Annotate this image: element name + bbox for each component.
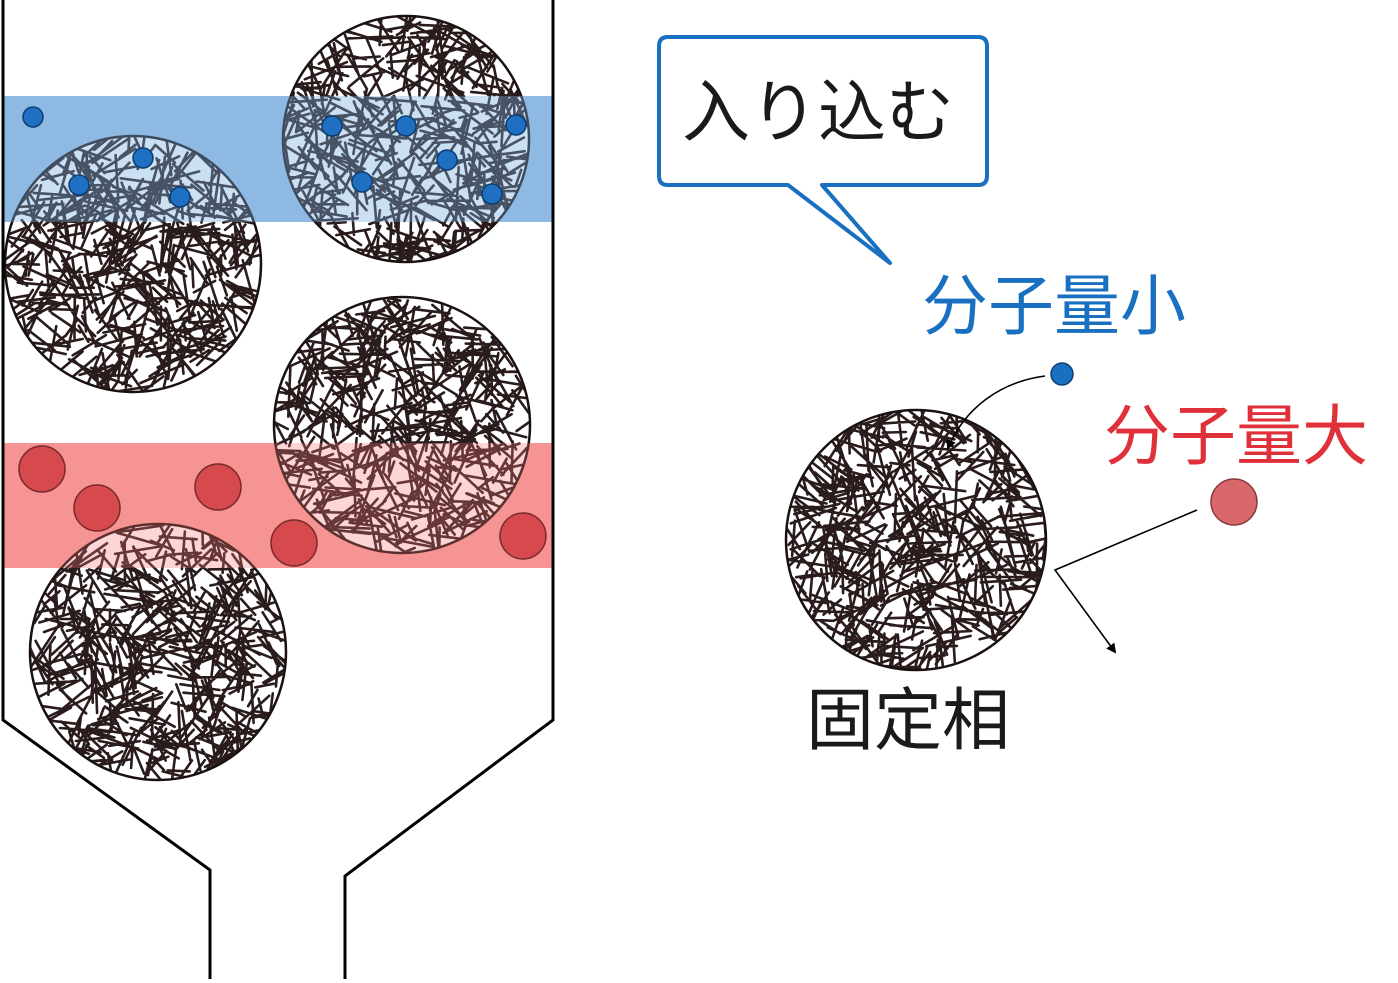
large-molecule-label: 分子量大 <box>1104 398 1368 475</box>
large-molecule-dot <box>18 445 66 493</box>
small-molecule-dot <box>395 115 417 137</box>
small-band-overlay <box>3 96 553 222</box>
gel-bead <box>281 14 531 264</box>
large-molecule-dot <box>270 519 318 567</box>
column-beads <box>3 14 532 782</box>
small-molecule-dot <box>321 115 343 137</box>
small-molecule-dot <box>132 147 154 169</box>
small-molecule-arrow <box>946 375 1046 450</box>
gel-bead <box>272 295 532 555</box>
column-molecules <box>18 106 547 567</box>
gel-bead <box>3 134 263 394</box>
gel-bead <box>784 408 1048 672</box>
callout-text: 入り込む <box>682 74 955 153</box>
small-molecule-dot <box>1050 362 1074 386</box>
small-molecule-dot <box>22 106 44 128</box>
gel-bead <box>28 522 288 782</box>
large-molecule-dot <box>73 484 121 532</box>
stationary-phase-label: 固定相 <box>806 682 1011 761</box>
small-molecule-label: 分子量小 <box>922 268 1186 345</box>
large-molecule-dot <box>1210 478 1258 526</box>
small-molecule-dot <box>481 183 503 205</box>
small-molecule-dot <box>169 186 191 208</box>
small-molecule-dot <box>68 174 90 196</box>
small-molecule-dot <box>505 114 527 136</box>
large-molecule-arrow <box>1053 509 1198 654</box>
large-molecule-dot <box>499 512 547 560</box>
large-molecule-dot <box>194 463 242 511</box>
callout-bubble <box>657 35 989 265</box>
stationary-phase-bead <box>784 408 1048 672</box>
small-molecule-dot <box>351 171 373 193</box>
small-molecule-dot <box>436 149 458 171</box>
column-outline <box>1 0 555 979</box>
